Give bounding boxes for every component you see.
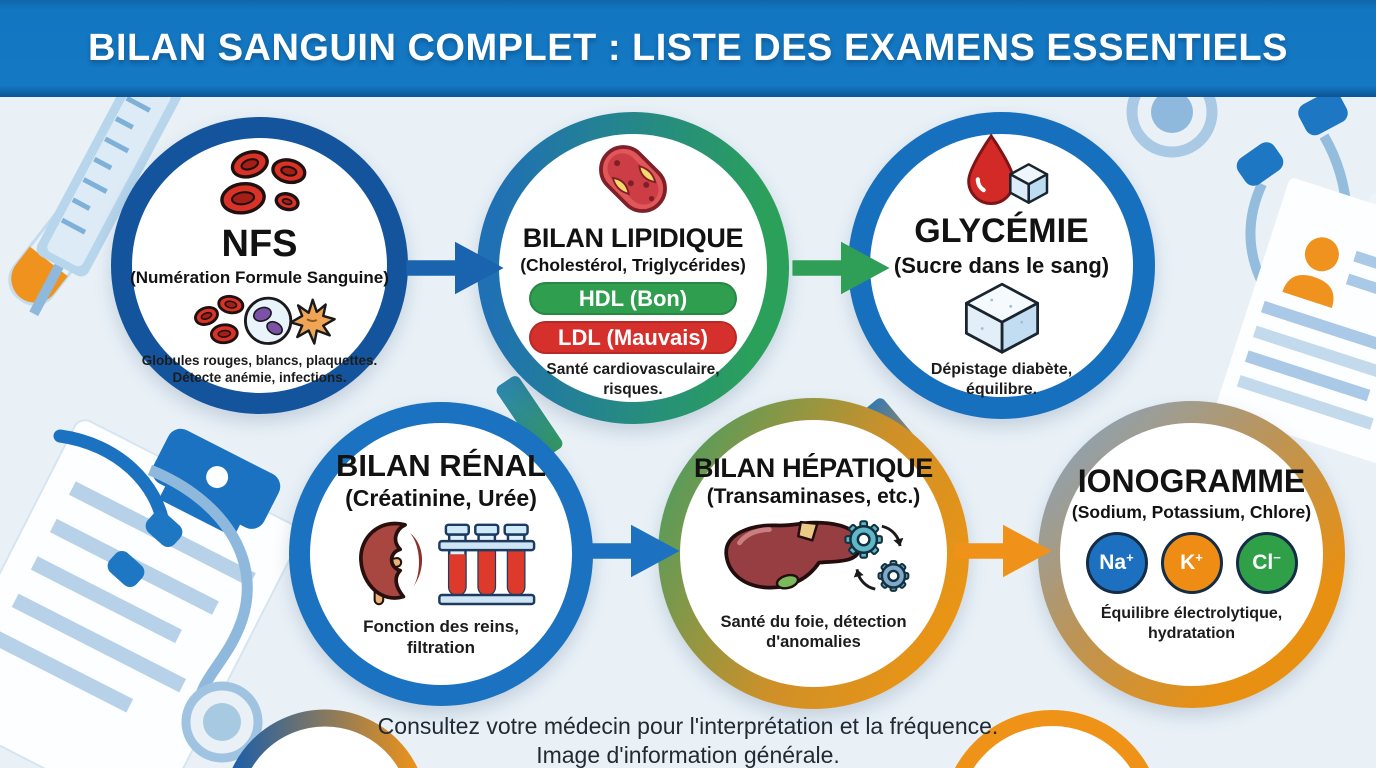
medical-report-icon (1215, 178, 1376, 463)
node-title: BILAN LIPIDIQUE (522, 222, 744, 253)
arrow-right-icon (582, 524, 680, 578)
node-subtitle: (Cholestérol, Triglycérides) (520, 255, 746, 276)
node-bilan-hepatique: BILAN HÉPATIQUE (Transaminases, etc.) (658, 398, 969, 709)
potassium-ion-icon: K+ (1160, 531, 1223, 594)
node-description: Équilibre électrolytique, hydratation (1101, 604, 1282, 644)
header-banner: BILAN SANGUIN COMPLET : LISTE DES EXAMEN… (0, 0, 1376, 97)
footer-line-1: Consultez votre médecin pour l'interprét… (377, 713, 999, 739)
white-blood-cell-icon (243, 297, 292, 346)
red-blood-cells-icon (193, 295, 244, 345)
sugar-cube-icon (964, 282, 1039, 354)
node-desc-line: Détecte anémie, infections. (172, 370, 347, 386)
node-desc-line: Dépistage diabète, (930, 361, 1073, 378)
person-icon (1282, 237, 1339, 308)
arrow-right-icon (406, 241, 504, 295)
page-title: BILAN SANGUIN COMPLET : LISTE DES EXAMEN… (88, 27, 1288, 69)
node-subtitle: (Créatinine, Urée) (345, 485, 537, 512)
node-title: NFS (221, 222, 298, 265)
node-description: Santé du foie, détection d'anomalies (720, 612, 906, 653)
test-tubes-icon (438, 523, 536, 605)
node-desc-line: Globules rouges, blancs, plaquettes. (141, 353, 378, 369)
arrow-right-icon (792, 241, 890, 295)
chloride-ion-icon: Cl− (1235, 531, 1298, 594)
node-description: Fonction des reins, filtration (363, 616, 519, 659)
node-subtitle: (Numération Formule Sanguine) (130, 267, 389, 287)
stethoscope-icon (53, 429, 263, 763)
red-blood-cells-icon (219, 150, 306, 215)
node-description: Santé cardiovasculaire, risques. (546, 360, 719, 399)
node-bilan-renal: BILAN RÉNAL (Créatinine, Urée) (289, 402, 593, 706)
footer-disclaimer: Consultez votre médecin pour l'interprét… (0, 712, 1376, 768)
sodium-ion-icon: Na+ (1085, 531, 1148, 594)
kidney-icon (359, 521, 423, 605)
ion-badges: Na+ K+ Cl− (1085, 531, 1298, 594)
node-title: BILAN HÉPATIQUE (693, 453, 933, 484)
node-desc-line: d'anomalies (766, 633, 861, 652)
blood-drop-icon (966, 133, 1048, 205)
node-title: IONOGRAMME (1077, 463, 1306, 500)
node-nfs: NFS (Numération Formule Sanguine) (111, 117, 408, 414)
node-desc-line: équilibre. (965, 381, 1038, 398)
ldl-badge: LDL (Mauvais) (529, 321, 737, 355)
node-description: Dépistage diabète, équilibre. (931, 360, 1072, 400)
node-desc-line: risques. (603, 380, 663, 398)
node-subtitle: (Transaminases, etc.) (706, 485, 921, 509)
arrow-right-icon (954, 524, 1052, 578)
liver-and-gears-icon (723, 519, 909, 592)
footer-line-2: Image d'information générale. (536, 742, 840, 768)
liver-icon (723, 520, 862, 590)
node-subtitle: (Sucre dans le sang) (893, 252, 1110, 278)
sugar-cube-icon (1008, 163, 1048, 204)
node-desc-line: Fonction des reins, (363, 616, 519, 636)
platelet-icon (289, 298, 336, 346)
node-desc-line: Équilibre électrolytique, (1100, 604, 1283, 622)
node-bilan-lipidique: BILAN LIPIDIQUE (Cholestérol, Triglycéri… (477, 112, 789, 424)
hdl-badge: HDL (Bon) (529, 282, 737, 316)
node-title: BILAN RÉNAL (335, 447, 547, 483)
node-ionogramme: IONOGRAMME (Sodium, Potassium, Chlore) N… (1038, 401, 1345, 708)
kidney-and-tubes-icon (359, 521, 536, 605)
node-desc-line: hydratation (1147, 624, 1236, 642)
gears-icon (843, 519, 909, 592)
node-title: GLYCÉMIE (914, 212, 1089, 251)
node-description: Globules rouges, blancs, plaquettes. Dét… (142, 353, 378, 387)
node-desc-line: filtration (406, 637, 475, 657)
artery-icon (599, 144, 667, 213)
node-glycemie: GLYCÉMIE (Sucre dans le sang) Dépistage … (848, 112, 1155, 419)
blood-cells-row-icon (193, 295, 336, 346)
node-desc-line: Santé cardiovasculaire, (546, 361, 720, 379)
clipboard-icon (0, 419, 302, 768)
node-desc-line: Santé du foie, détection (720, 612, 907, 631)
node-subtitle: (Sodium, Potassium, Chlore) (1071, 501, 1312, 522)
